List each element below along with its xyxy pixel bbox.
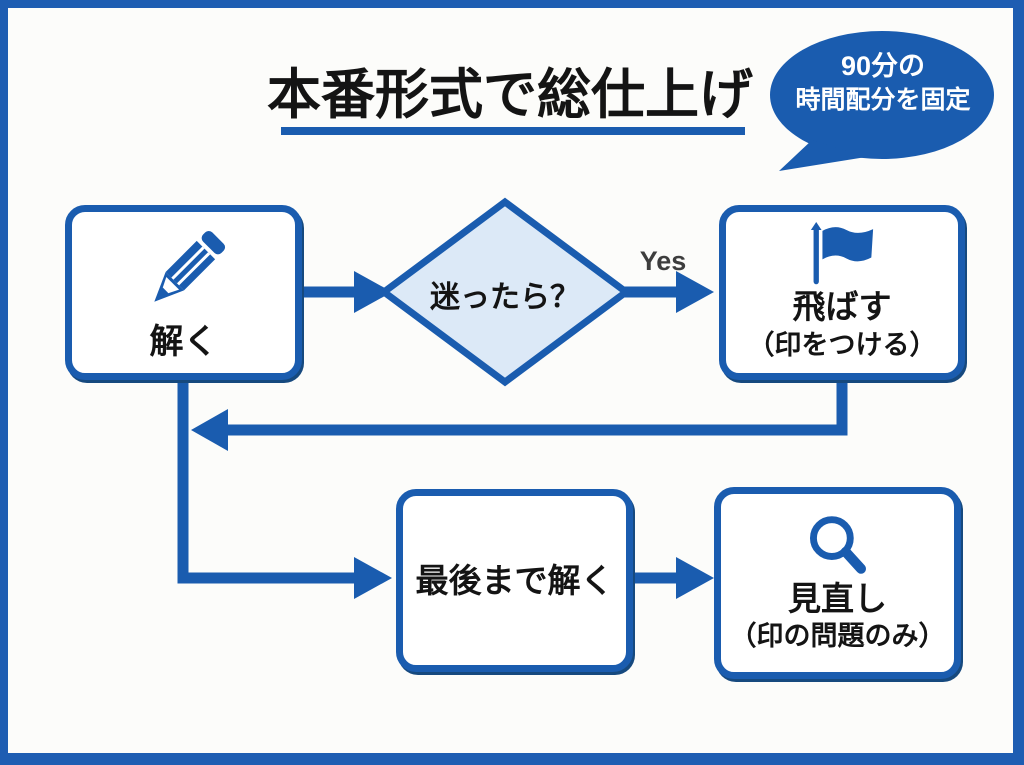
node-review-line-2: （印の問題のみ） bbox=[729, 621, 946, 652]
bubble-line-2: 時間配分を固定 bbox=[795, 86, 971, 115]
node-finish-label: 最後まで解く bbox=[415, 561, 614, 599]
edge-yes-label: Yes bbox=[639, 246, 687, 276]
node-finish: 最後まで解く bbox=[396, 489, 633, 672]
flag-icon bbox=[810, 222, 874, 285]
title-underline bbox=[281, 127, 745, 135]
arrowhead-skip-loop-back bbox=[191, 409, 228, 451]
node-review: 見直し （印の問題のみ） bbox=[714, 487, 961, 679]
bubble-line-1: 90分の bbox=[840, 51, 926, 81]
node-decision-label: 迷ったら？ bbox=[430, 281, 580, 314]
node-review-line-1: 見直し bbox=[788, 579, 887, 617]
node-skip-line-1: 飛ばす bbox=[792, 288, 892, 326]
arrowhead-solve-to-decision bbox=[354, 271, 392, 313]
node-solve-label: 解く bbox=[149, 323, 218, 362]
page-title: 本番形式で総仕上げ bbox=[267, 65, 753, 125]
edge-skip-loop-back bbox=[226, 378, 848, 436]
arrowhead-finish-to-review bbox=[676, 557, 714, 599]
speech-bubble: 90分の 時間配分を固定 bbox=[770, 48, 996, 118]
node-solve: 解く bbox=[65, 205, 302, 380]
edge-solve-to-finish bbox=[177, 378, 356, 584]
node-skip: 飛ばす （印をつける） bbox=[719, 205, 965, 380]
arrowhead-decision-to-skip bbox=[676, 271, 714, 313]
decision-diamond bbox=[378, 197, 632, 387]
magnifier-icon bbox=[809, 516, 866, 574]
speech-bubble-tail bbox=[779, 140, 866, 171]
node-skip-line-2: （印をつける） bbox=[747, 329, 937, 360]
speech-bubble-shape bbox=[770, 31, 994, 159]
pencil-icon bbox=[153, 231, 225, 302]
arrowhead-solve-to-finish bbox=[354, 557, 392, 599]
